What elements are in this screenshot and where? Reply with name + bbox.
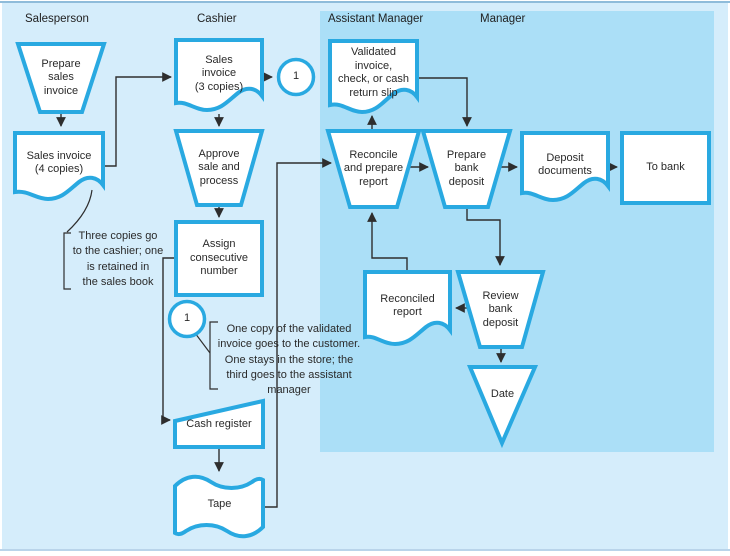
bottom-border-line [0, 549, 730, 551]
deposit-documents-shape [520, 131, 610, 203]
bracket-one-copy-note [209, 321, 218, 390]
approve-sale-shape [173, 129, 265, 207]
leader-invoice4-to-note [66, 189, 93, 233]
prepare-bank-deposit-shape [420, 129, 513, 209]
prepare-sales-invoice-shape [15, 42, 107, 114]
flow-assign-to-cash-register [161, 257, 176, 425]
top-border-line [0, 1, 730, 3]
sales-invoice-3-shape [174, 38, 264, 113]
to-bank-shape [620, 131, 711, 205]
flow-tape-to-reconcile [263, 158, 332, 508]
date-file-shape [466, 365, 539, 449]
tape-shape [173, 474, 265, 539]
lane-header-manager: Manager [480, 13, 526, 25]
validated-invoice-shape [328, 39, 419, 115]
review-bank-deposit-shape [455, 270, 546, 349]
flow-invoice4-to-invoice3 [103, 72, 172, 167]
connector-1-top-shape [276, 57, 316, 97]
three-copies-note: Three copies go to the cashier; one is r… [72, 230, 164, 288]
assign-number-shape [174, 220, 264, 297]
flow-prepare-deposit-to-review [466, 207, 505, 266]
lane-header-assistant-manager: Assistant Manager [328, 13, 424, 25]
reconciled-report-shape [363, 270, 452, 347]
sales-invoice-4-shape [13, 131, 105, 202]
flow-reconciled-to-reconcile [367, 212, 408, 272]
cash-register-shape [173, 398, 265, 449]
lane-header-cashier: Cashier [197, 13, 237, 25]
flow-validated-to-prepare-deposit [417, 77, 472, 127]
bracket-three-copies-note [63, 232, 71, 290]
connector-1-bottom-shape [167, 299, 207, 339]
leader-connector1-to-note [194, 332, 211, 354]
lane-header-salesperson: Salesperson [25, 13, 89, 25]
one-copy-note: One copy of the validated invoice goes t… [217, 323, 361, 397]
reconcile-report-shape [325, 129, 422, 209]
